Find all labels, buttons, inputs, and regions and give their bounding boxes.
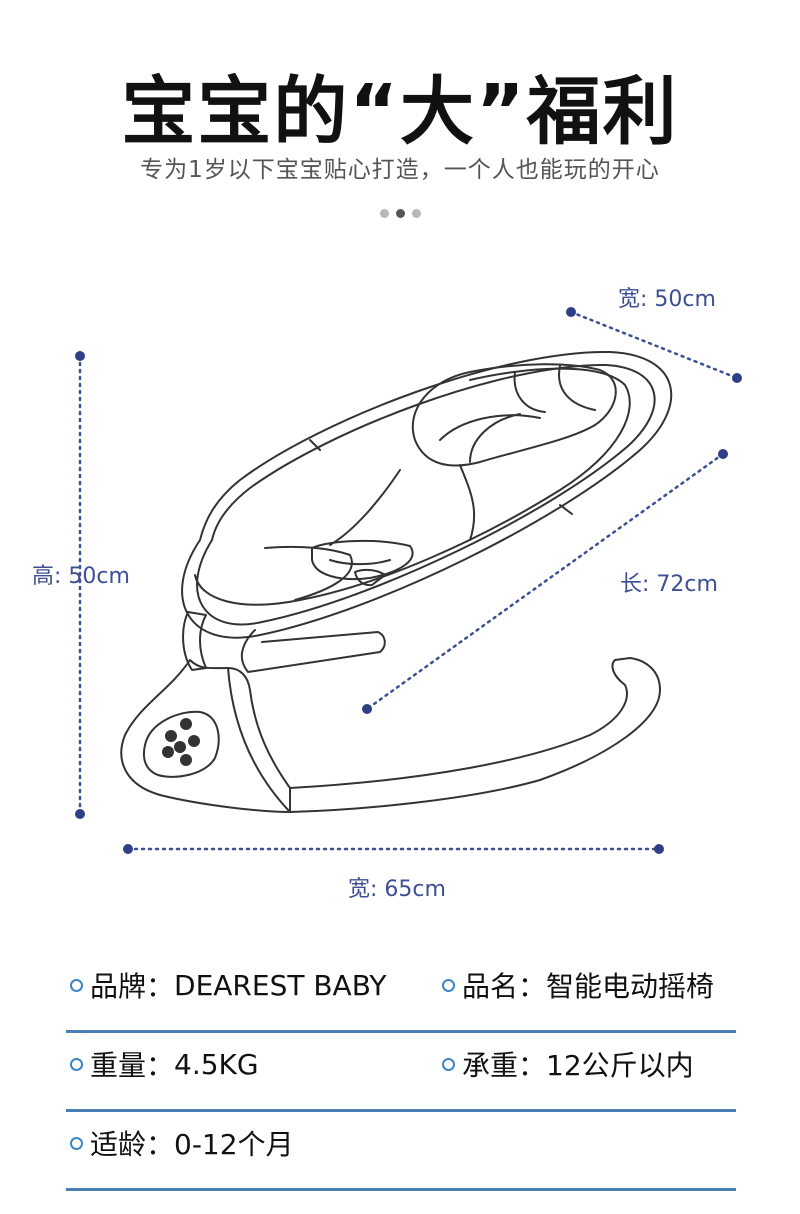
bullet-icon	[70, 1136, 83, 1150]
divider	[66, 1030, 736, 1033]
spec-value: 0-12个月	[174, 1128, 294, 1161]
page-subtitle: 专为1岁以下宝宝贴心打造，一个人也能玩的开心	[140, 157, 660, 183]
width-bottom-label: 宽: 65cm	[348, 877, 446, 902]
spec-value: 12公斤以内	[546, 1049, 694, 1082]
spec-product-name: 品名： 智能电动摇椅	[442, 955, 714, 1015]
spec-value: 智能电动摇椅	[546, 970, 715, 1003]
carousel-dot-active[interactable]	[396, 209, 405, 218]
length-line	[365, 452, 725, 711]
bullet-icon	[442, 978, 455, 992]
rocker-illustration	[75, 307, 742, 854]
divider	[66, 1188, 736, 1191]
spec-row: 适龄： 0-12个月	[66, 1113, 736, 1191]
spec-label: 承重：	[462, 1049, 547, 1082]
bullet-icon	[70, 978, 83, 992]
spec-label: 重量：	[90, 1049, 175, 1082]
width-top-label: 宽: 50cm	[618, 287, 716, 312]
spec-weight: 重量： 4.5KG	[70, 1034, 259, 1094]
spec-value: DEAREST BABY	[174, 968, 387, 1002]
spec-age: 适龄： 0-12个月	[70, 1113, 294, 1173]
carousel-dot[interactable]	[380, 209, 389, 218]
carousel-dots	[380, 209, 422, 219]
bullet-icon	[70, 1057, 83, 1071]
rocker-line-art	[120, 350, 673, 813]
spec-row: 品牌： DEAREST BABY 品名： 智能电动摇椅	[66, 955, 736, 1033]
spec-label: 品牌：	[90, 970, 175, 1003]
dimension-lines	[78, 310, 739, 851]
spec-load: 承重： 12公斤以内	[442, 1034, 694, 1094]
spec-label: 品名：	[462, 970, 547, 1003]
carousel-dot[interactable]	[412, 209, 421, 218]
spec-label: 适龄：	[90, 1128, 175, 1161]
dimension-endpoints	[75, 307, 742, 854]
spec-brand: 品牌： DEAREST BABY	[70, 955, 387, 1015]
divider	[66, 1109, 736, 1112]
speaker-holes	[162, 718, 200, 766]
spec-row: 重量： 4.5KG 承重： 12公斤以内	[66, 1034, 736, 1112]
bullet-icon	[442, 1057, 455, 1071]
length-label: 长: 72cm	[620, 572, 718, 597]
spec-value: 4.5KG	[174, 1047, 259, 1081]
page-title: 宝宝的“大”福利	[121, 69, 679, 155]
width-top-line	[569, 310, 739, 380]
